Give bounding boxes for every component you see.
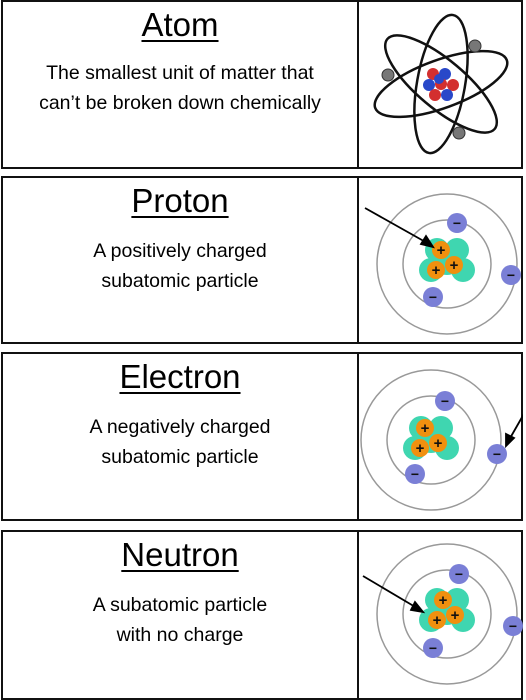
pointer-arrow-icon	[505, 413, 523, 449]
atom-definition-line-1: The smallest unit of matter that	[46, 62, 314, 84]
electron-minus-3: −	[509, 618, 517, 634]
proton-plus-3: +	[434, 435, 443, 452]
atom-definition: The smallest unit of matter that can’t b…	[3, 58, 357, 118]
proton-card: Proton A positively charged subatomic pa…	[1, 176, 523, 344]
electron-minus-1: −	[455, 566, 463, 582]
neutron-card: Neutron A subatomic particle with no cha…	[1, 530, 523, 700]
atom-icon	[359, 2, 521, 167]
proton-plus-3: +	[451, 607, 460, 624]
electron-minus-2: −	[429, 289, 437, 305]
electron-term: Electron	[119, 358, 241, 395]
pointer-arrow-icon	[362, 575, 426, 614]
atom-definition-line-2: can’t be broken down chemically	[39, 92, 321, 114]
neutron-term: Neutron	[121, 536, 239, 573]
electron-minus-1: −	[441, 393, 449, 409]
proton-plus-2: +	[433, 612, 442, 629]
proton-definition-line-2: subatomic particle	[101, 270, 259, 292]
electron-definition: A negatively charged subatomic particle	[3, 412, 357, 472]
electron-minus-2: −	[429, 640, 437, 656]
electron-card: Electron A negatively charged subatomic …	[1, 352, 523, 521]
proton-plus-1: +	[421, 420, 430, 437]
proton-term: Proton	[131, 182, 229, 219]
electron-minus-3: −	[493, 446, 501, 462]
proton-text-cell: Proton A positively charged subatomic pa…	[3, 178, 359, 342]
proton-plus-3: +	[450, 257, 459, 274]
neutron-diagram-icon: + + + − − −	[359, 532, 523, 698]
electron-minus-3: −	[507, 267, 515, 283]
electron-minus-2: −	[411, 466, 419, 482]
neutron-definition: A subatomic particle with no charge	[3, 590, 357, 650]
electron-text-cell: Electron A negatively charged subatomic …	[3, 354, 359, 519]
electron-minus-1: −	[453, 215, 461, 231]
proton-definition: A positively charged subatomic particle	[3, 236, 357, 296]
pointer-arrow-icon	[364, 207, 435, 249]
proton-plus-2: +	[432, 262, 441, 279]
proton-diagram-icon: + + + − − −	[359, 178, 521, 342]
neutron-definition-line-1: A subatomic particle	[92, 594, 268, 616]
atom-card: Atom The smallest unit of matter that ca…	[1, 0, 523, 169]
neutron-text-cell: Neutron A subatomic particle with no cha…	[3, 532, 359, 698]
electron-definition-line-1: A negatively charged	[89, 416, 271, 438]
electron-definition-line-2: subatomic particle	[101, 446, 259, 468]
neutron-definition-line-2: with no charge	[116, 624, 244, 646]
proton-plus-1: +	[439, 592, 448, 609]
electron-diagram-icon: + + + − − −	[359, 354, 523, 519]
atom-text-cell: Atom The smallest unit of matter that ca…	[3, 2, 359, 167]
atom-term: Atom	[141, 6, 219, 43]
proton-plus-2: +	[416, 440, 425, 457]
proton-definition-line-1: A positively charged	[93, 240, 267, 262]
proton-plus-1: +	[437, 242, 446, 259]
